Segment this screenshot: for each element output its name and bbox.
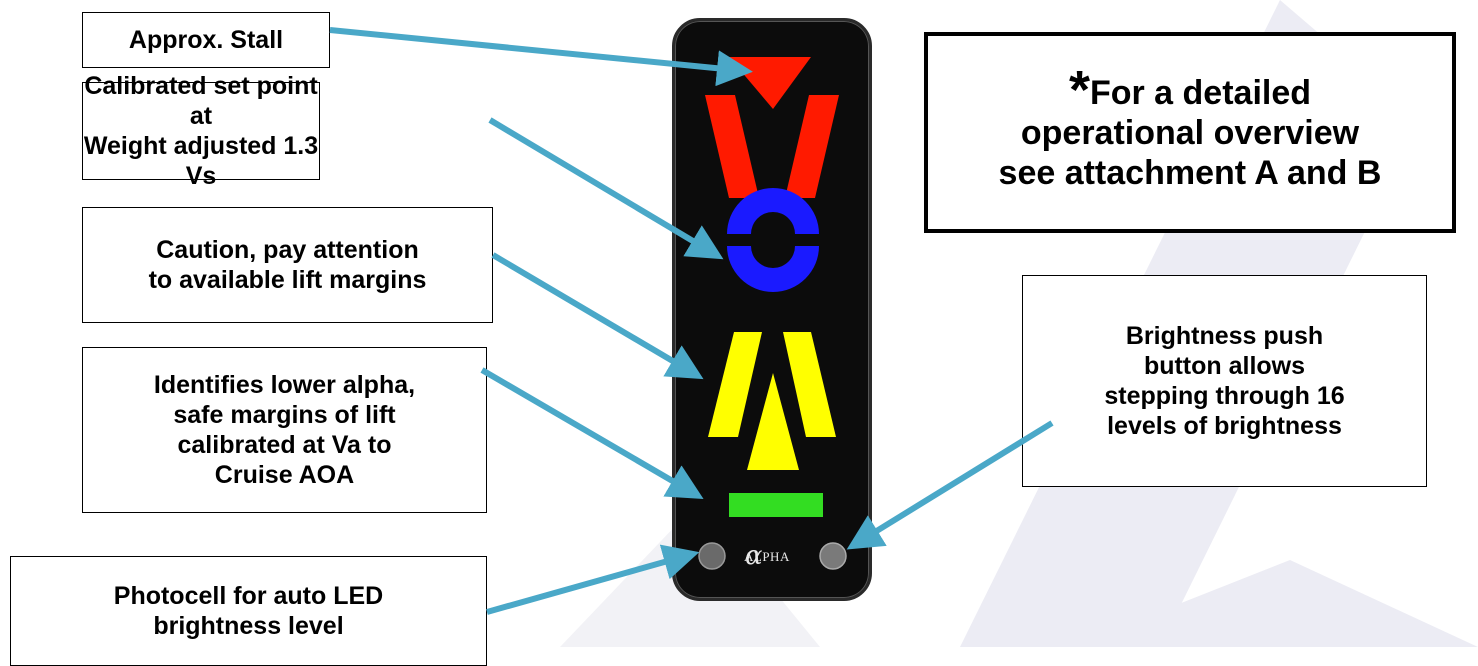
yellow-left-bar-led bbox=[708, 332, 762, 437]
brightness-callout-text: Brightness push button allows stepping t… bbox=[1104, 322, 1345, 440]
red-left-bar-led bbox=[705, 95, 759, 198]
lower-alpha-callout-text: Identifies lower alpha, safe margins of … bbox=[153, 371, 416, 489]
overview-line-1: *For a detailed bbox=[1069, 63, 1312, 117]
brightness-push-button[interactable] bbox=[819, 542, 847, 570]
overview-note-box: *For a detailed operational overview see… bbox=[924, 32, 1456, 233]
yellow-triangle-led bbox=[747, 373, 799, 470]
caution-callout-text: Caution, pay attention to available lift… bbox=[148, 236, 427, 294]
stall-callout-text: Approx. Stall bbox=[128, 26, 284, 54]
aoa-indicator-device: α ALPHA bbox=[672, 18, 872, 601]
setpoint-callout-text: Calibrated set point at Weight adjusted … bbox=[83, 72, 319, 190]
photocell-sensor bbox=[698, 542, 726, 570]
alpha-logo-text: ALPHA bbox=[744, 549, 790, 564]
photocell-callout: Photocell for auto LED brightness level bbox=[10, 556, 487, 666]
aoa-led-display bbox=[698, 57, 847, 570]
red-right-bar-led bbox=[785, 95, 839, 198]
stall-chevron-led bbox=[729, 57, 811, 109]
blue-donut-bottom-led bbox=[727, 246, 819, 292]
overview-line-1-text: For a detailed bbox=[1089, 73, 1312, 112]
lower-alpha-callout: Identifies lower alpha, safe margins of … bbox=[82, 347, 487, 513]
overview-line-2: operational overview bbox=[1020, 113, 1360, 152]
alpha-logo-symbol: α bbox=[745, 541, 763, 571]
caution-callout: Caution, pay attention to available lift… bbox=[82, 207, 493, 323]
overview-asterisk: * bbox=[1068, 59, 1090, 120]
setpoint-callout: Calibrated set point at Weight adjusted … bbox=[82, 72, 320, 190]
green-bar-led bbox=[729, 493, 823, 517]
photocell-callout-text: Photocell for auto LED brightness level bbox=[113, 582, 384, 640]
brightness-callout: Brightness push button allows stepping t… bbox=[1022, 275, 1427, 487]
overview-line-3: see attachment A and B bbox=[998, 153, 1382, 192]
stall-callout: Approx. Stall bbox=[82, 12, 330, 68]
yellow-right-bar-led bbox=[783, 332, 836, 437]
blue-donut-top-led bbox=[727, 188, 819, 234]
